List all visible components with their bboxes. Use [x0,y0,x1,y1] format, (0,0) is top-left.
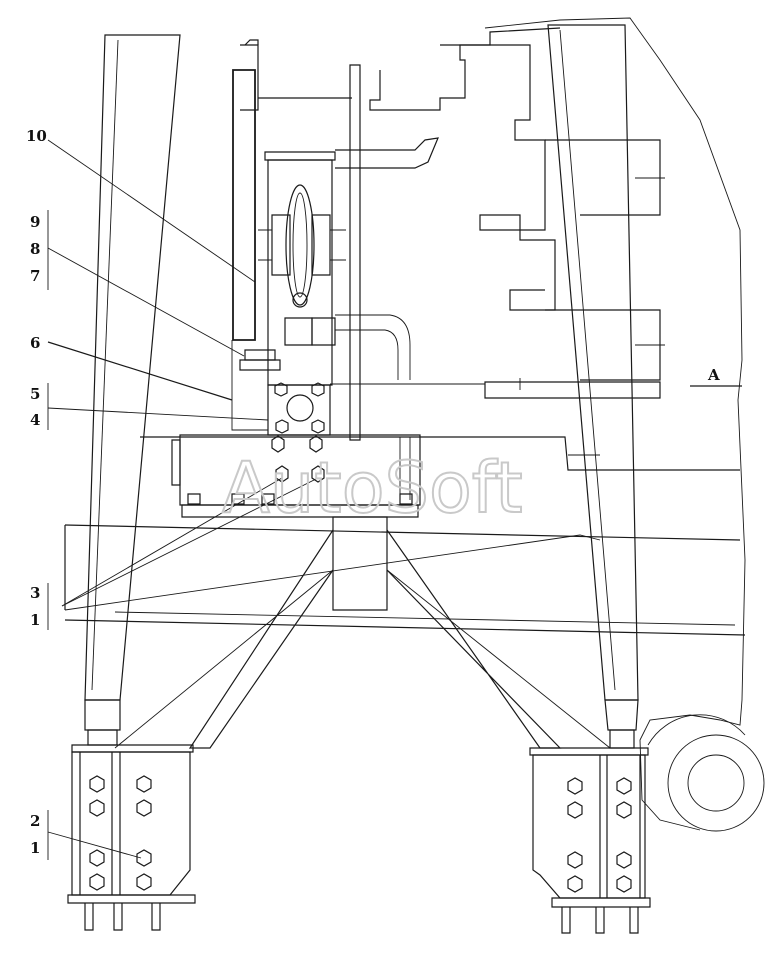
left-column [84,34,181,746]
callout-1-lower: 1 [30,839,40,857]
left-mount [67,744,196,931]
callout-1-upper: 1 [30,611,40,629]
callout-2: 2 [30,812,40,830]
frame-beams [64,436,746,636]
callout-10: 10 [26,127,47,145]
wheel-hub-inner [687,754,745,812]
callout-6: 6 [30,334,40,352]
bracket-bolts [274,382,325,434]
callout-8: 8 [30,240,40,258]
watermark: AutoSoft [222,447,523,529]
callout-9: 9 [30,213,40,231]
right-mount [529,747,651,934]
upper-machinery [330,27,665,399]
callout-5: 5 [30,385,40,403]
callout-3: 3 [30,584,40,602]
callout-4: 4 [30,411,40,429]
wheel-hub-outer [667,734,765,832]
a-frame [114,516,611,749]
view-label-a: A [707,366,720,384]
mounting-plate [171,434,421,518]
callout-7: 7 [30,267,40,285]
leader-lines [47,139,319,860]
right-column [547,24,639,749]
winch-assembly [231,39,439,441]
vehicle-outline [484,17,746,831]
tire-outline [647,714,746,746]
